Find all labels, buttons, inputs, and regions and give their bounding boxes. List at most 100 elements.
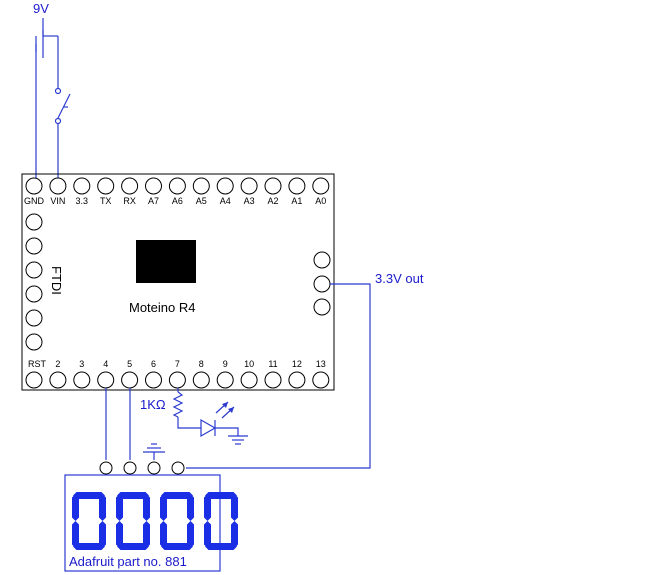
segment-e: [160, 521, 167, 548]
top-pin-label: 3.3: [76, 196, 89, 206]
display-pin: [123, 461, 137, 475]
top-pin-3.3: [73, 177, 91, 195]
segment-f: [116, 494, 123, 521]
resistor-led-branch: 1KΩ: [140, 388, 248, 445]
segment-d: [205, 543, 237, 550]
bottom-pin-7: [168, 371, 186, 389]
segment-b: [187, 494, 194, 521]
battery-label: 9V: [33, 1, 49, 16]
bottom-pin-label: 2: [55, 359, 60, 369]
display-ground: [143, 443, 165, 460]
segment-c: [99, 521, 106, 548]
switch-lever: [57, 93, 71, 119]
top-pin-label: A4: [220, 196, 231, 206]
ftdi-pin: [25, 285, 43, 303]
segment-c: [231, 521, 238, 548]
segment-d: [117, 543, 149, 550]
top-pin-a0: [312, 177, 330, 195]
bottom-pin-2: [49, 371, 67, 389]
top-pin-label: A2: [267, 196, 278, 206]
top-pin-a7: [145, 177, 162, 195]
top-pin-a6: [168, 177, 186, 195]
ftdi-pin: [25, 213, 43, 231]
bottom-pin-label: 13: [316, 359, 326, 369]
top-pin-a3: [240, 177, 258, 195]
ftdi-pin: [25, 261, 43, 279]
wire-3v3-path: [186, 283, 371, 469]
switch-contact-bottom: [54, 117, 62, 125]
bottom-pin-label: RST: [28, 359, 47, 369]
bottom-pin-12: [288, 371, 306, 389]
digit: [72, 492, 106, 550]
bottom-pin-5: [121, 371, 139, 389]
segment-a: [73, 492, 105, 499]
board-name: Moteino R4: [129, 300, 195, 315]
top-pin-a4: [216, 177, 234, 195]
top-pin-tx: [97, 177, 115, 195]
bottom-pin-rst: [25, 371, 43, 389]
resistor: [172, 391, 184, 418]
ftdi-label: FTDI: [49, 266, 64, 295]
segment-f: [204, 494, 211, 521]
display-pin: [99, 461, 113, 475]
segment-b: [231, 494, 238, 521]
segment-f: [72, 494, 79, 521]
top-pin-a1: [288, 177, 306, 195]
segment-a: [205, 492, 237, 499]
segment-a: [161, 492, 193, 499]
digit: [116, 492, 150, 550]
bottom-pin-8: [192, 371, 210, 389]
bottom-pin-10: [240, 371, 258, 389]
switch-contact-top: [54, 87, 62, 95]
segment-d: [73, 543, 105, 550]
bottom-pin-3: [73, 371, 91, 389]
display-pin: [147, 461, 161, 475]
top-pin-rx: [121, 177, 139, 195]
segment-b: [99, 494, 106, 521]
bottom-pin-label: 6: [151, 359, 156, 369]
bottom-pin-label: 10: [244, 359, 254, 369]
wire-to-led: [177, 417, 201, 429]
display-pin: [171, 461, 185, 475]
ftdi-pin: [25, 333, 43, 351]
seven-segment-digits: [72, 492, 238, 550]
bottom-pin-11: [264, 371, 282, 389]
right-pin: [313, 298, 331, 316]
segment-c: [143, 521, 150, 548]
ftdi-pin: [25, 309, 43, 327]
ftdi-pin: [25, 237, 43, 255]
bottom-pin-label: 11: [268, 359, 277, 369]
bottom-pin-4: [97, 371, 115, 389]
top-pin-a5: [192, 177, 210, 195]
segment-e: [72, 521, 79, 548]
top-pin-vin: [49, 177, 67, 195]
bottom-pin-label: 4: [103, 359, 108, 369]
bottom-pin-label: 9: [223, 359, 228, 369]
bottom-pin-6: [145, 371, 162, 389]
top-pin-label: VIN: [50, 196, 65, 206]
toggle-switch: [54, 36, 71, 178]
led-ray-arrow: [222, 402, 228, 408]
segment-f: [160, 494, 167, 521]
bottom-pin-label: 7: [175, 359, 180, 369]
digit: [204, 492, 238, 550]
right-pin: [313, 251, 331, 269]
top-pin-label: A7: [148, 196, 159, 206]
segment-d: [161, 543, 193, 550]
digit: [160, 492, 194, 550]
led-body: [200, 418, 217, 438]
top-pin-label: A0: [315, 196, 326, 206]
top-pin-label: GND: [24, 196, 45, 206]
top-pin-label: A6: [172, 196, 183, 206]
led-ray-arrow: [228, 407, 234, 413]
segment-e: [116, 521, 123, 548]
display-connector: [99, 461, 185, 475]
right-pin-3v3: [313, 275, 331, 293]
bottom-pin-9: [216, 371, 234, 389]
top-pin-gnd: [25, 177, 43, 195]
bottom-pin-label: 3: [79, 359, 84, 369]
right-header: [313, 251, 331, 316]
